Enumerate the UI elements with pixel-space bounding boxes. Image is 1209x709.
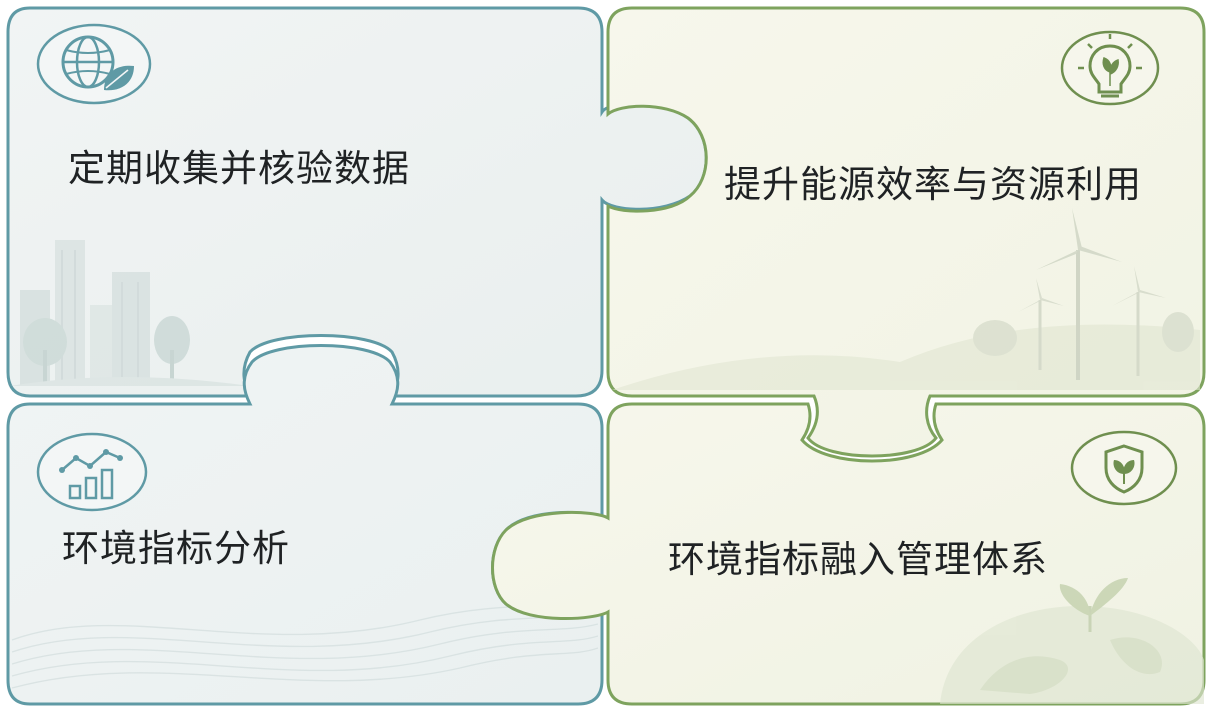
- label-top-left: 定期收集并核验数据: [68, 147, 410, 190]
- lightbulb-leaf-icon: [1060, 30, 1160, 106]
- city-skyline-decoration: [10, 240, 250, 386]
- globe-sprout-decoration: [940, 578, 1204, 704]
- chart-trend-icon: [36, 432, 148, 512]
- piece-top-right: [606, 6, 1206, 458]
- label-bottom-right: 环境指标融入管理体系: [668, 538, 1048, 581]
- piece-top-left: [6, 6, 708, 398]
- globe-leaf-icon: [36, 23, 152, 105]
- label-bottom-left: 环境指标分析: [62, 527, 290, 570]
- wind-turbine-decoration: [612, 208, 1200, 390]
- piece-bottom-right: [491, 402, 1206, 706]
- shield-leaf-icon: [1070, 430, 1178, 506]
- label-top-right: 提升能源效率与资源利用: [724, 163, 1142, 206]
